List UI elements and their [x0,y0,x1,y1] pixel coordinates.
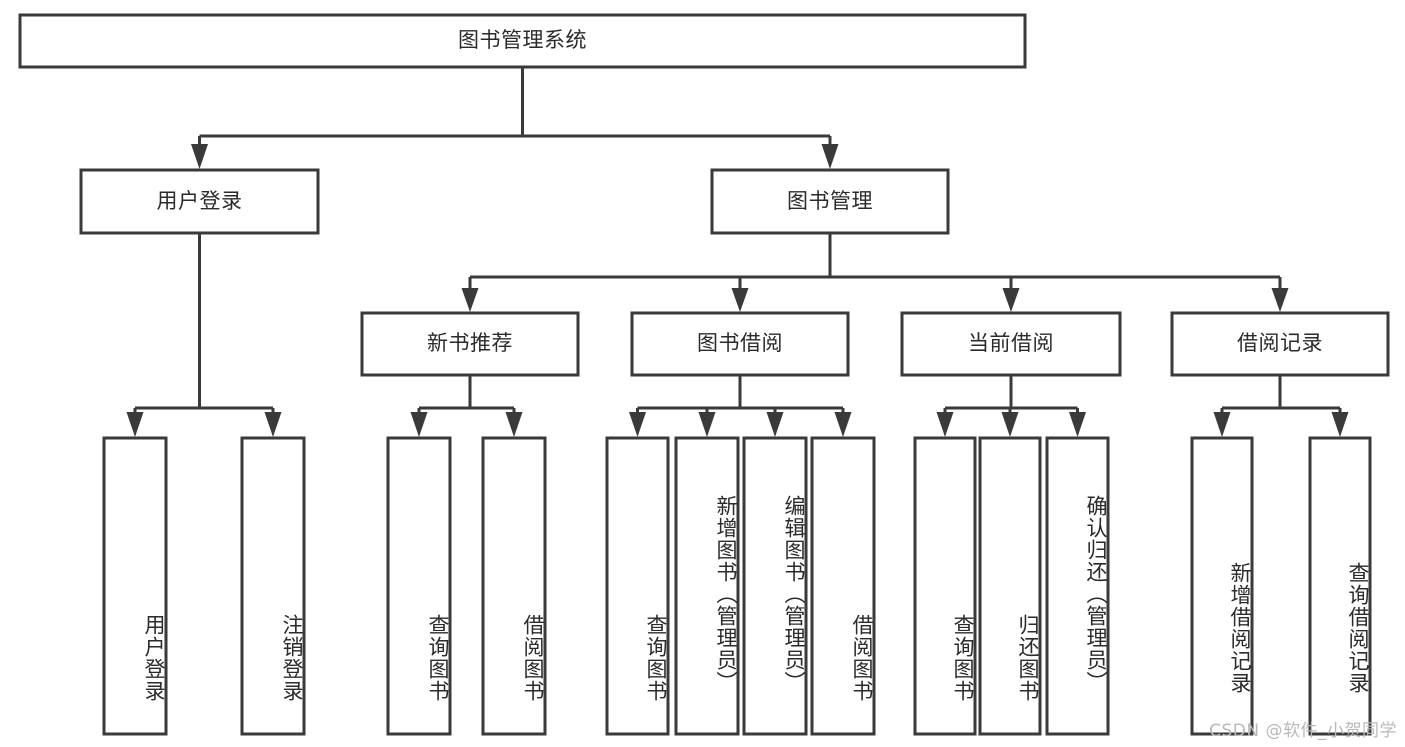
node-box-borrow-record[interactable] [1170,311,1390,377]
arrow-head-bb-edit [766,412,784,437]
node-box-user-login[interactable] [79,168,320,235]
arrow-head-bb-add [698,412,716,437]
connectors-book-manage-to-level3 [461,233,1289,312]
arrow-head-new-book-rec [461,288,479,312]
arrow-head-cb-query [936,412,954,437]
node-box-book-management[interactable] [710,168,950,235]
arrow-head-leaf-user-login [126,412,144,437]
node-box-leaf-query-book-2[interactable] [605,436,670,736]
connectors-book-borrow-to-leaves [629,375,852,437]
arrow-head-nbr-borrow [505,412,523,437]
node-box-leaf-borrow-book-2[interactable] [810,436,876,736]
node-box-leaf-confirm-return[interactable] [1045,436,1110,736]
node-box-leaf-query-book-1[interactable] [386,436,452,736]
node-box-leaf-borrow-book-1[interactable] [481,436,547,736]
arrow-head-nbr-query [410,412,428,437]
node-box-leaf-add-record[interactable] [1190,436,1254,736]
node-box-leaf-add-book[interactable] [674,436,740,736]
connectors-borrow-record-to-leaves [1213,375,1349,437]
node-box-root[interactable] [18,13,1027,69]
node-box-leaf-query-record[interactable] [1308,436,1372,736]
arrow-head-current-borrow [1002,288,1020,312]
connectors-root-to-level2 [191,67,839,169]
arrow-head-bb-borrow [834,412,852,437]
csdn-watermark: CSDN @软件_小贺同学 [1209,721,1397,741]
arrow-head-bb-query [629,412,646,437]
node-box-current-borrow[interactable] [900,311,1122,377]
node-box-leaf-user-login[interactable] [102,436,168,736]
arrow-head-leaf-logout [264,412,282,437]
arrow-head-borrow-record [1271,288,1289,312]
node-box-new-book-recommend[interactable] [360,311,580,377]
connectors-new-book-rec-to-leaves [410,375,523,437]
node-box-leaf-query-book-3[interactable] [913,436,977,736]
arrow-head-book-borrow [731,288,749,312]
connectors-current-borrow-to-leaves [936,375,1086,437]
node-box-leaf-return-book[interactable] [978,436,1042,736]
node-box-book-borrow[interactable] [630,311,850,377]
arrow-head-cb-confirm [1069,412,1086,437]
connectors-user-login-to-leaves [126,233,282,437]
arrow-head-user-login [191,144,208,169]
node-box-leaf-logout[interactable] [240,436,306,736]
arrow-head-br-add [1213,412,1231,437]
arrow-head-br-query [1331,412,1349,437]
arrow-head-book-manage [821,144,839,169]
arrow-head-cb-return [1001,412,1019,437]
node-box-leaf-edit-book[interactable] [742,436,808,736]
